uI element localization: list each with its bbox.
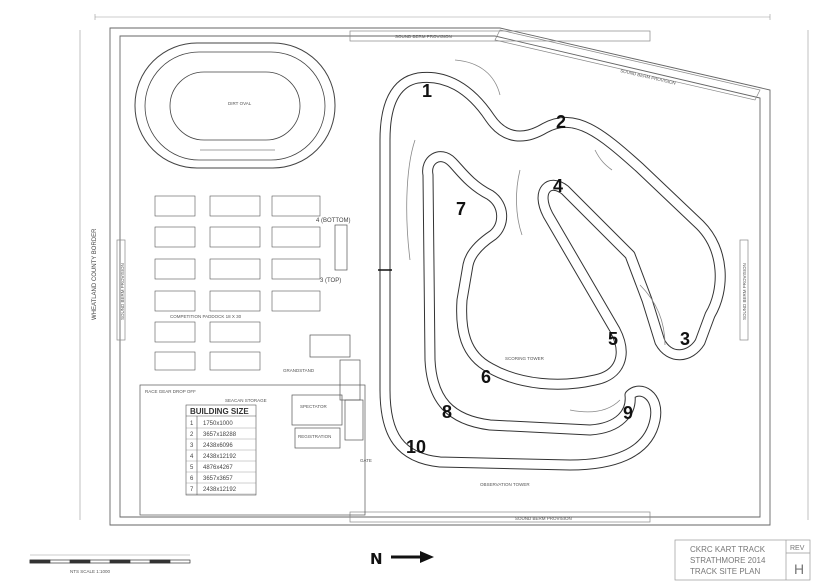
building-row-number: 6	[190, 476, 194, 482]
building-row-size: 2438x12192	[203, 454, 237, 460]
building-row-number: 4	[190, 454, 194, 460]
building-row-size: 3657x3657	[203, 476, 233, 482]
corner-label-10: 10	[406, 437, 426, 457]
paddock-grid	[154, 195, 321, 371]
building-row-number: 7	[190, 487, 194, 493]
corner-label-7: 7	[456, 199, 466, 219]
kart-track	[379, 71, 726, 471]
title-line-2: STRATHMORE 2014	[690, 556, 766, 565]
north-arrow	[391, 551, 434, 563]
building-table-header: BUILDING SIZE	[190, 407, 249, 416]
gate-label: GATE	[360, 458, 372, 463]
scale-bar	[29, 559, 191, 564]
buildings	[139, 224, 366, 516]
corner-labels: 1 2 3 4 5 6 7 8 9 10	[406, 81, 690, 457]
berm-bottom-label: SOUND BERM PROVISION	[515, 516, 572, 521]
paddock-label: COMPETITION PADDOCK 18 X 30	[170, 314, 242, 319]
building-row-size: 2438x12192	[203, 487, 237, 493]
spectator-label: SPECTATOR	[300, 404, 328, 409]
building-row-number: 3	[190, 443, 194, 449]
berm-arcs	[406, 59, 666, 413]
berm-top-label: SOUND BERM PROVISION	[395, 34, 452, 39]
title-block-frame	[674, 539, 811, 581]
seacan-label: SEACAN STORAGE	[225, 398, 267, 403]
berm-left-label: SOUND BERM PROVISION	[120, 263, 125, 320]
berm-right-label: SOUND BERM PROVISION	[742, 263, 747, 320]
rev-label: REV	[790, 545, 805, 552]
corner-label-6: 6	[481, 367, 491, 387]
building-row-number: 2	[190, 432, 194, 438]
scoring-tower-label: SCORING TOWER	[505, 356, 545, 361]
building-table-rows: 1 1750x1000 2 3657x18288 3 2438x6096 4 2438x121…	[186, 421, 256, 495]
north-label: N	[370, 550, 383, 568]
bottom-label: 4 (BOTTOM)	[316, 218, 351, 224]
corner-label-5: 5	[608, 329, 618, 349]
dirt-oval-label: DIRT OVAL	[228, 101, 252, 106]
title-line-1: CKRC KART TRACK	[690, 545, 766, 554]
grandstand-label: GRANDSTAND	[283, 368, 315, 373]
registration-label: REGISTRATION	[298, 434, 331, 439]
title-line-3: TRACK SITE PLAN	[690, 567, 760, 576]
corner-label-9: 9	[623, 403, 633, 423]
property-boundary	[109, 27, 771, 526]
building-row-size: 1750x1000	[203, 421, 233, 427]
building-row-number: 1	[190, 421, 194, 427]
corner-label-4: 4	[553, 176, 563, 196]
corner-label-1: 1	[422, 81, 432, 101]
dirt-oval	[134, 42, 336, 169]
county-border-label: WHEATLAND COUNTY BORDER	[92, 228, 98, 320]
observation-label: OBSERVATION TOWER	[480, 482, 530, 487]
building-row-size: 2438x6096	[203, 443, 233, 449]
berm-top-right-label: SOUND BERM PROVISION	[620, 68, 676, 86]
scale-label: NTS SCALE 1:1000	[70, 569, 111, 574]
building-row-size: 3657x18288	[203, 432, 237, 438]
rev-value: H	[794, 561, 804, 577]
building-row-number: 5	[190, 465, 194, 471]
corner-label-8: 8	[442, 402, 452, 422]
corner-label-2: 2	[556, 112, 566, 132]
top-label: 3 (TOP)	[320, 278, 341, 284]
race-gear-label: RACE GEAR DROP OFF	[145, 389, 196, 394]
corner-label-3: 3	[680, 329, 690, 349]
sound-berms	[116, 29, 761, 523]
building-row-size: 4876x4267	[203, 465, 233, 471]
dimension-lines	[30, 14, 809, 556]
